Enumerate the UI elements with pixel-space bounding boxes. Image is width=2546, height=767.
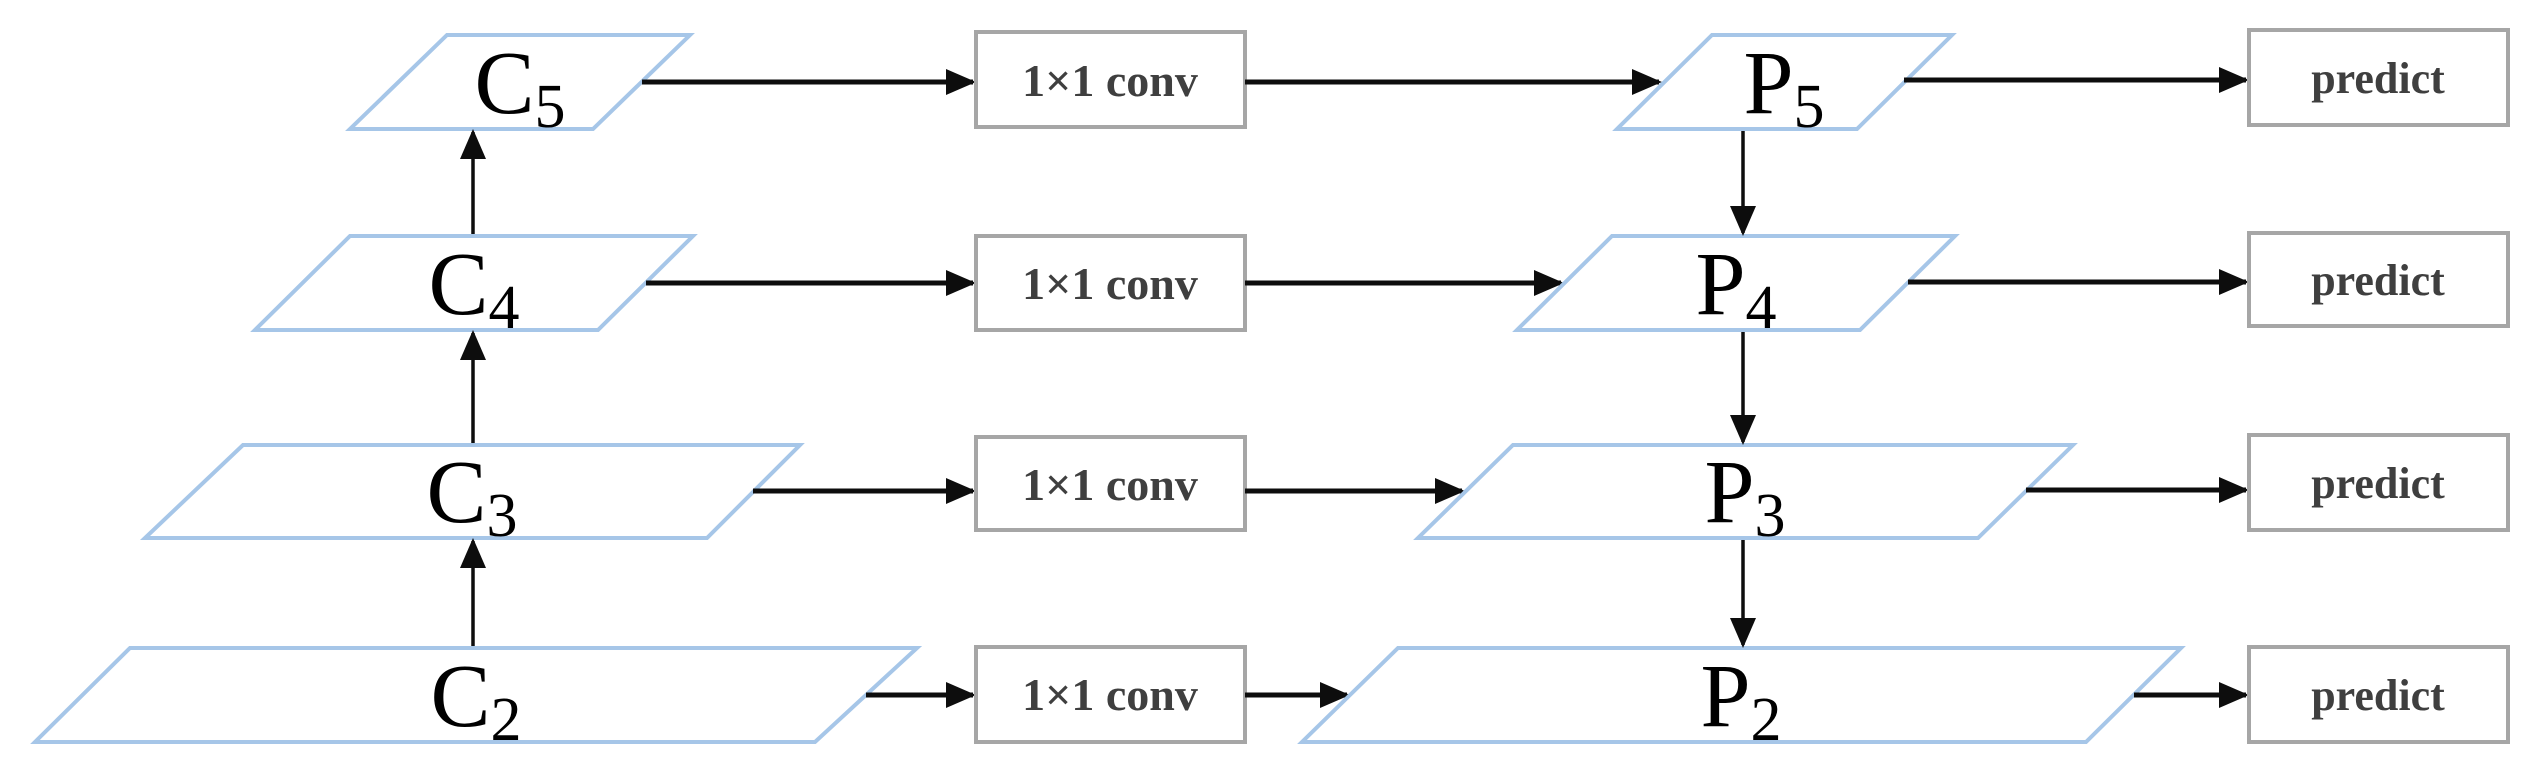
conv-box-level3 <box>974 435 1247 532</box>
c2-label: C2 <box>430 647 521 754</box>
c5-label-sub: 5 <box>535 73 566 141</box>
level-3: C3 1×1 conv P3 predict <box>139 433 2510 550</box>
p5-feature-map <box>1612 33 1957 131</box>
c2-label-main: C <box>430 647 490 746</box>
predict-label-level4: predict <box>2311 256 2445 305</box>
p4-label-main: P <box>1695 235 1745 334</box>
predict-label-level2: predict <box>2311 671 2445 720</box>
predict-box-level4 <box>2247 231 2510 328</box>
conv-box-level2 <box>974 645 1247 744</box>
p5-label-main: P <box>1743 34 1793 133</box>
conv-label-level3: 1×1 conv <box>1022 459 1198 510</box>
c4-feature-map <box>250 234 698 332</box>
p4-label-sub: 4 <box>1746 274 1777 342</box>
c3-label-main: C <box>426 443 486 542</box>
p5-label: P5 <box>1743 34 1824 141</box>
p2-label: P2 <box>1700 647 1781 754</box>
conv-label-level2: 1×1 conv <box>1022 669 1198 720</box>
c5-label-main: C <box>474 34 534 133</box>
predict-label-level5: predict <box>2311 54 2445 103</box>
c3-label: C3 <box>426 443 517 550</box>
p2-label-sub: 2 <box>1751 686 1782 754</box>
p2-feature-map <box>1297 646 2186 744</box>
p3-label-main: P <box>1704 443 1754 542</box>
conv-label-level4: 1×1 conv <box>1022 258 1198 309</box>
c4-label-main: C <box>428 235 488 334</box>
p4-feature-map <box>1512 234 1960 332</box>
p3-label-sub: 3 <box>1755 482 1786 550</box>
predict-box-level2 <box>2247 645 2510 744</box>
level-2: C2 1×1 conv P2 predict <box>30 645 2510 754</box>
predict-box-level5 <box>2247 28 2510 127</box>
conv-box-level5 <box>974 30 1247 129</box>
c4-label-sub: 4 <box>489 274 520 342</box>
level-5: C5 1×1 conv P5 predict <box>345 28 2510 141</box>
p4-label: P4 <box>1695 235 1776 342</box>
level-4: C4 1×1 conv P4 predict <box>250 231 2510 342</box>
predict-box-level3 <box>2247 433 2510 532</box>
c4-label: C4 <box>428 235 519 342</box>
p3-label: P3 <box>1704 443 1785 550</box>
c5-label: C5 <box>474 34 565 141</box>
c2-feature-map <box>30 646 923 744</box>
p3-feature-map <box>1413 443 2078 540</box>
predict-label-level3: predict <box>2311 459 2445 508</box>
p2-label-main: P <box>1700 647 1750 746</box>
conv-label-level5: 1×1 conv <box>1022 55 1198 106</box>
c3-label-sub: 3 <box>487 482 518 550</box>
p5-label-sub: 5 <box>1794 73 1825 141</box>
c5-feature-map <box>345 33 695 131</box>
c2-label-sub: 2 <box>491 686 522 754</box>
c3-feature-map <box>139 443 805 540</box>
